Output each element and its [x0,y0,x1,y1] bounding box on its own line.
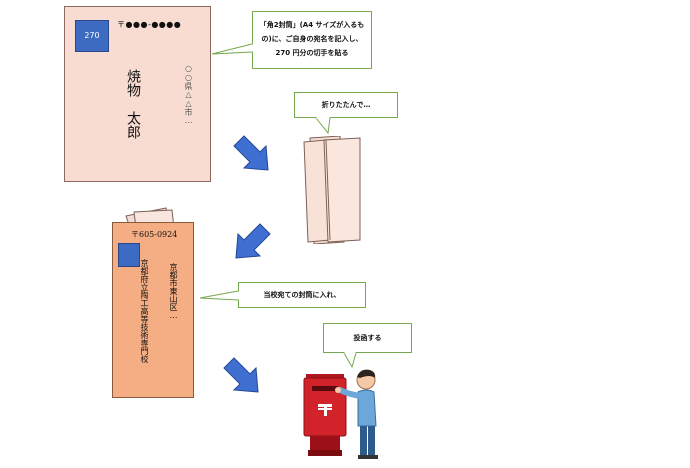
stamp [118,243,140,267]
stamp: 270 [75,20,109,52]
postal-code: 〒605-0924 [131,230,178,239]
destination-address: 京都市東山区… [169,263,178,320]
bubble-tail [343,352,357,369]
down-arrow-icon [223,357,259,393]
mailbox-icon [303,374,347,456]
person-icon [335,369,378,459]
postal-code: 〒●●●-●●●● [117,20,182,29]
recipient-address: ○○県△△市… [184,64,193,125]
bubble-tail [211,43,253,55]
step1-bubble: 「角2封筒」(A4 サイズが入るもの)に、ご自身の宛名を記入し、270 円分の切… [252,11,372,69]
posting-scene [303,369,378,459]
school-envelope: 〒605-0924 京都市東山区… 京都府立陶工高等技術専門校 [112,222,194,398]
bubble-tail [314,117,331,135]
bubble-tail [199,290,240,301]
down-arrow-icon [235,223,271,259]
return-envelope: 270 〒●●●-●●●● 焼物 太郎 ○○県△△市… [64,6,211,182]
step2-bubble: 折りたたんで… [294,92,398,118]
step3-bubble: 当校宛ての封筒に入れ、 [238,282,366,308]
destination-name: 京都府立陶工高等技術専門校 [140,259,149,363]
step4-bubble: 投函する [323,323,412,353]
folded-letter-icon [303,136,361,244]
down-arrow-icon [233,135,269,171]
recipient-name: 焼物 太郎 [125,69,141,139]
